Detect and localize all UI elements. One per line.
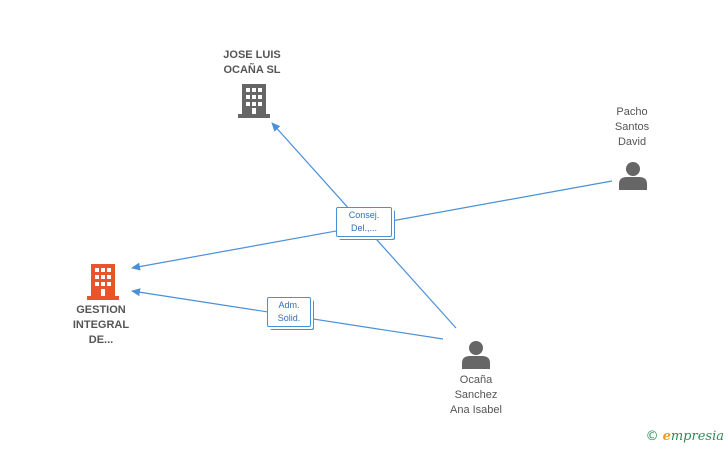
node-label-ocana-sanchez-ana-isabel: Ocaña Sanchez Ana Isabel (450, 374, 502, 416)
empresia-watermark: ©empresia (646, 429, 724, 444)
building-icon[interactable] (87, 264, 119, 300)
edge-label-consej-del[interactable]: Consej. Del.,... (336, 207, 392, 237)
copyright-symbol: © (645, 429, 659, 444)
edge-label-adm-solid[interactable]: Adm. Solid. (267, 297, 311, 327)
brand-name: mpresia (670, 429, 724, 444)
node-label-pacho-santos-david: Pacho Santos David (614, 106, 650, 148)
node-label-gestion-integral: GESTION INTEGRAL DE... (72, 304, 130, 346)
person-icon[interactable] (461, 339, 491, 369)
node-label-jose-luis-ocana-sl: JOSE LUIS OCAÑA SL (223, 49, 281, 76)
person-icon[interactable] (618, 160, 648, 190)
brand-initial: e (662, 429, 671, 444)
building-icon[interactable] (238, 84, 270, 118)
